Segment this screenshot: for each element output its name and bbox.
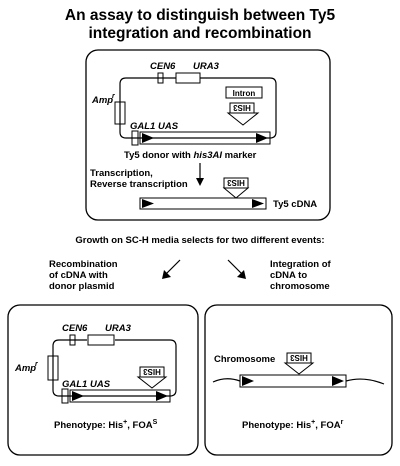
recombination-phenotype: Phenotype: His+, FOAS (54, 419, 158, 431)
recombination-panel: CEN6 URA3 Amp r HIS3 GAL1 UAS Phenotype:… (7, 304, 199, 456)
integration-his3-label: HIS3 (290, 353, 308, 362)
integration-phenotype: Phenotype: His+, FOAr (242, 419, 344, 431)
donor-ltr-left (142, 133, 154, 143)
recombination-cen6-box (69, 334, 76, 346)
donor-panel-frame (85, 49, 331, 221)
title-line-2: integration and recombination (88, 25, 311, 42)
integration-ltr-right (332, 376, 344, 386)
cdna-ltr-left (142, 199, 154, 208)
recombination-his3-label: HIS3 (143, 367, 161, 376)
chromosome-line-right (345, 378, 385, 385)
donor-caption: Ty5 donor with his3AI marker (124, 150, 257, 161)
donor-gal1-uas-label: GAL1 UAS (130, 121, 179, 132)
donor-amp-label: Amp (91, 95, 113, 106)
donor-caption-marker: his3AI (194, 150, 223, 161)
integration-panel: Chromosome HIS3 Phenotype: His+, FOAr (204, 304, 393, 456)
cdna-label: Ty5 cDNA (273, 199, 317, 210)
recombination-ty5-box (69, 389, 171, 403)
recombination-insertion-triangle (136, 376, 168, 389)
left-event-line-2: of cDNA with (49, 270, 108, 281)
cdna-ltr-right (252, 199, 264, 208)
right-event-arrow-head (237, 270, 246, 279)
recombination-ura3-box (87, 334, 115, 346)
recombination-ltr-right (156, 391, 168, 401)
integration-his-superscript: + (311, 419, 315, 426)
donor-gal1-uas-box (131, 130, 139, 146)
donor-plasmid-outline (119, 77, 277, 139)
donor-caption-suffix: marker (222, 150, 257, 161)
left-event-line-3: donor plasmid (49, 281, 115, 292)
integration-foa-superscript: r (341, 419, 344, 426)
donor-panel: CEN6 URA3 Amp r Intron HIS3 GAL1 UAS Ty5… (85, 49, 331, 221)
recombination-amp-box (47, 355, 59, 381)
recombination-amp-label: Amp (14, 363, 36, 374)
recombination-plasmid-outline (52, 339, 177, 397)
integration-chromosome-label: Chromosome (214, 354, 275, 365)
donor-amp-box (114, 101, 126, 125)
right-event-line-1: Integration of (270, 259, 332, 270)
recombination-panel-frame (7, 304, 199, 456)
left-event-line-1: Recombination (49, 259, 118, 270)
integration-panel-frame (204, 304, 393, 456)
right-event-arrow-shaft (227, 259, 243, 275)
donor-step-line-2: Reverse transcription (90, 179, 188, 190)
integration-insertion-triangle (283, 362, 315, 375)
donor-intron-label: Intron (233, 89, 256, 98)
donor-cen6-label: CEN6 (150, 61, 176, 72)
donor-step-line-1: Transcription, (90, 168, 153, 179)
donor-insertion-triangle (226, 112, 260, 126)
left-event-arrow-head (162, 270, 171, 279)
chromosome-line-left (212, 378, 241, 383)
left-event-arrow-shaft (165, 259, 181, 275)
donor-his3-label: HIS3 (233, 103, 251, 112)
integration-phenotype-prefix: Phenotype: His (242, 420, 311, 431)
recombination-gal1-uas-label: GAL1 UAS (62, 379, 111, 390)
donor-ltr-right (256, 133, 268, 143)
donor-intron-box (225, 86, 263, 99)
cdna-insertion-triangle (222, 187, 250, 199)
integration-cdna-box (239, 374, 347, 388)
recombination-amp-superscript: r (35, 361, 39, 368)
integration-ltr-left (242, 376, 254, 386)
recombination-foa-superscript: S (153, 419, 158, 426)
recombination-phenotype-mid: , FOA (127, 420, 152, 431)
recombination-phenotype-prefix: Phenotype: His (54, 420, 123, 431)
selection-text: Growth on SC-H media selects for two dif… (75, 235, 324, 246)
right-event-line-3: chromosome (270, 281, 330, 292)
donor-caption-prefix: Ty5 donor with (124, 150, 194, 161)
donor-ura3-box (175, 72, 201, 84)
recombination-ura3-label: URA3 (105, 323, 132, 334)
integration-phenotype-mid: , FOA (315, 420, 340, 431)
title-line-1: An assay to distinguish between Ty5 (65, 7, 336, 24)
recombination-gal1-uas-box (61, 388, 69, 404)
donor-cen6-box (157, 72, 164, 84)
donor-ura3-label: URA3 (193, 61, 220, 72)
cdna-his3-label: HIS3 (227, 178, 245, 187)
donor-ty5-box (139, 131, 271, 145)
donor-amp-superscript: r (112, 93, 116, 100)
right-event-line-2: cDNA to (270, 270, 307, 281)
recombination-cen6-label: CEN6 (62, 323, 88, 334)
donor-step-arrow-head (196, 178, 204, 186)
cdna-box (139, 197, 267, 210)
recombination-his-superscript: + (123, 419, 127, 426)
recombination-ltr-left (72, 391, 84, 401)
